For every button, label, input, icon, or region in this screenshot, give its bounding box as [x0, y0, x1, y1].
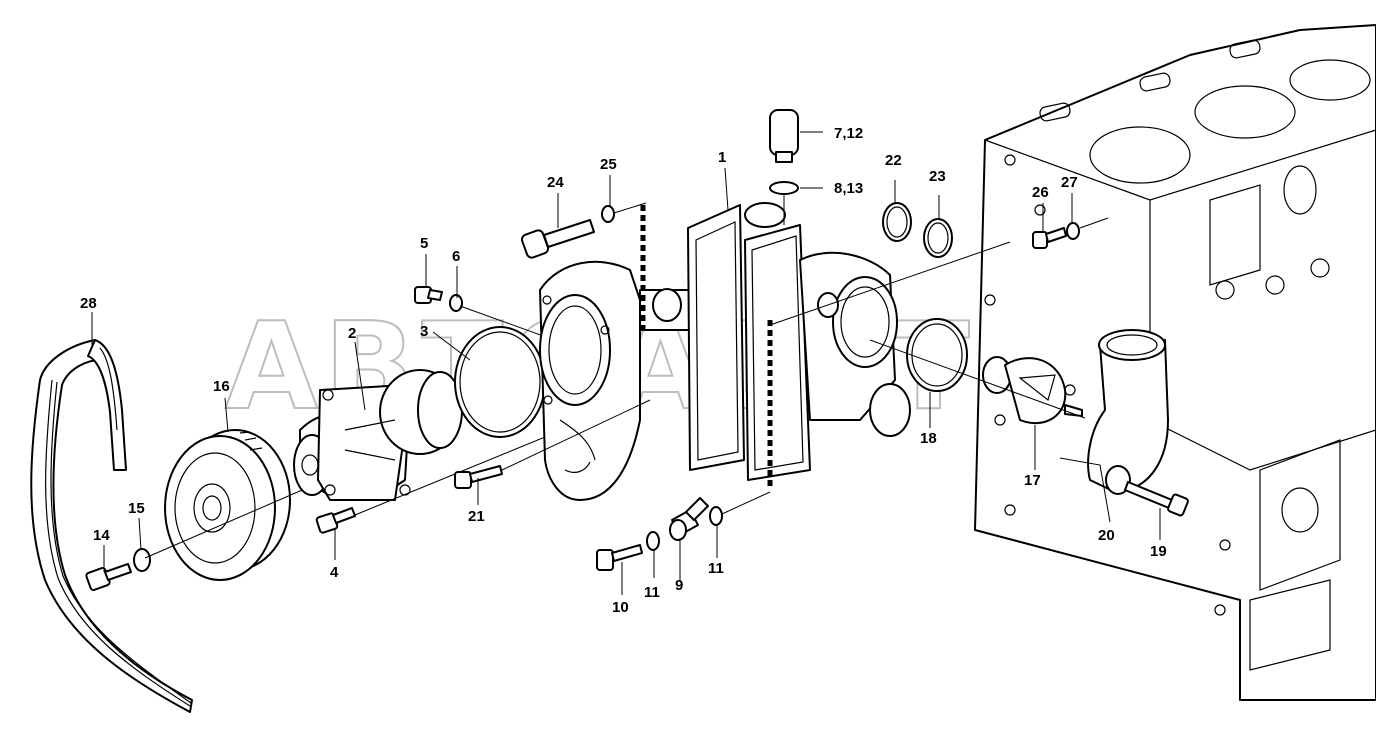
- callout-10: 10: [612, 599, 629, 616]
- callout-5: 5: [420, 235, 428, 252]
- callout-22: 22: [885, 152, 902, 169]
- axis-line-bolt-26: [1079, 217, 1109, 229]
- o-ring-18: [906, 318, 968, 392]
- bolt-5: [414, 286, 443, 304]
- washer-27: [1066, 222, 1080, 240]
- plug-7-12: [769, 109, 799, 163]
- callout-25: 25: [600, 156, 617, 173]
- washer-11-right: [709, 506, 723, 526]
- callout-2: 2: [348, 325, 356, 342]
- washer-15: [133, 548, 151, 572]
- fitting-9: [669, 497, 709, 541]
- callout-16: 16: [213, 378, 230, 395]
- washer-11-left: [646, 531, 660, 551]
- callout-15: 15: [128, 500, 145, 517]
- seal-ring-22: [882, 202, 912, 242]
- water-pump: [293, 369, 463, 501]
- callout-26: 26: [1032, 184, 1049, 201]
- axis-line-fitting: [721, 491, 771, 515]
- bolt-19: [1124, 481, 1189, 517]
- bolt-24: [520, 219, 595, 259]
- drive-belt: [30, 339, 193, 713]
- seal-ring-22-inner: [886, 206, 908, 238]
- washer-6: [449, 294, 463, 312]
- pulley: [164, 429, 291, 581]
- o-ring-3-inner: [459, 331, 541, 433]
- callout-7-12: 7,12: [834, 125, 863, 142]
- washer-8-13: [769, 181, 799, 195]
- bolt-4: [315, 507, 356, 534]
- callout-1: 1: [718, 149, 726, 166]
- axis-line-upper: [769, 241, 1011, 326]
- engine-block: [974, 24, 1376, 701]
- callout-14: 14: [93, 527, 110, 544]
- callout-9: 9: [675, 577, 683, 594]
- callout-23: 23: [929, 168, 946, 185]
- callout-11-left: 11: [644, 584, 660, 601]
- callout-18: 18: [920, 430, 937, 447]
- callout-28: 28: [80, 295, 97, 312]
- gasket-plate-1: [687, 202, 786, 471]
- seal-ring-23: [923, 218, 953, 258]
- callout-24: 24: [547, 174, 564, 191]
- bolt-26: [1032, 227, 1067, 249]
- axis-line-bolt-24: [613, 202, 647, 214]
- callout-21: 21: [468, 508, 485, 525]
- callout-4: 4: [330, 564, 339, 581]
- callout-17: 17: [1024, 472, 1041, 489]
- seal-ring-23-inner: [927, 222, 949, 254]
- callout-27: 27: [1061, 174, 1078, 191]
- outlet-elbow-20: [1087, 329, 1169, 495]
- leader-lines: [91, 131, 1161, 595]
- axis-line-bolt-21: [501, 399, 651, 471]
- bolt-10: [596, 544, 643, 571]
- callout-6: 6: [452, 248, 460, 265]
- callout-3: 3: [420, 323, 428, 340]
- callout-11-right: 11: [708, 560, 724, 577]
- callout-19: 19: [1150, 543, 1167, 560]
- washer-25: [601, 205, 615, 223]
- axis-line-thermostat: [869, 339, 1086, 419]
- axis-line-pulley: [144, 477, 331, 559]
- o-ring-3: [454, 326, 546, 438]
- callout-labels: 28 1 2 3 4 5 6 7,12 8,13 9 10 11 11 14 1…: [80, 125, 1167, 616]
- thermostat-housing: [744, 224, 911, 490]
- callout-20: 20: [1098, 527, 1115, 544]
- callout-8-13: 8,13: [834, 180, 863, 197]
- bolt-14: [85, 563, 132, 592]
